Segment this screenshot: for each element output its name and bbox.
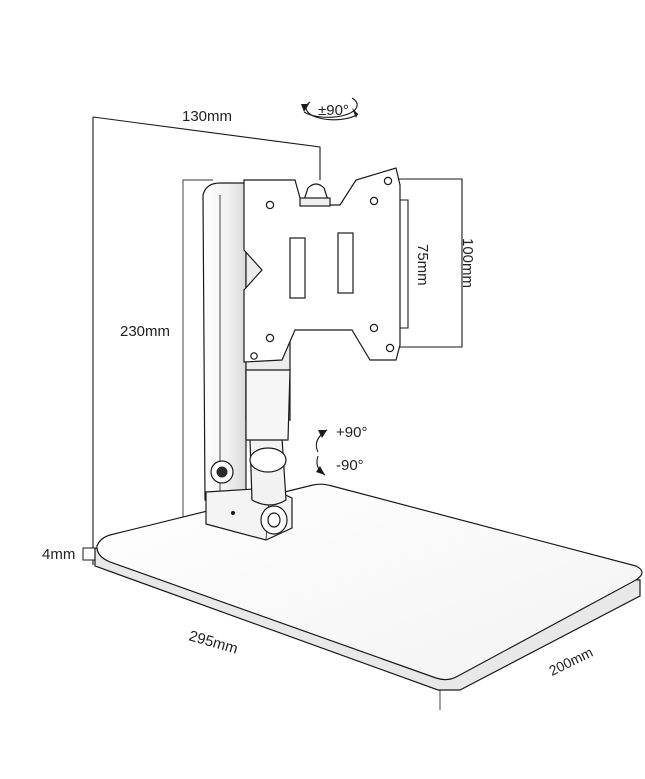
- plate-slot-left: [289, 237, 306, 299]
- label-tilt-down: -90°: [336, 457, 364, 474]
- label-base-width: 295mm: [187, 628, 240, 658]
- rotation-indicators: [301, 97, 359, 476]
- vesa-outer-bracket: [392, 178, 463, 348]
- label-vesa-outer: 100mm: [459, 238, 476, 288]
- mount-hole: [385, 343, 395, 353]
- mount-hole: [250, 352, 258, 360]
- mount-hole: [369, 196, 379, 206]
- label-tilt-up: +90°: [336, 424, 367, 441]
- post-back-reference-line: [182, 179, 213, 520]
- base-plate-top: [96, 483, 643, 681]
- label-swivel: ±90°: [318, 102, 349, 119]
- label-height: 230mm: [120, 323, 170, 340]
- label-vesa-inner: 75mm: [414, 244, 431, 286]
- swivel-nut: [303, 183, 329, 201]
- base-plate: [94, 483, 643, 691]
- vertical-arm: [202, 182, 247, 501]
- mount-hole: [369, 323, 379, 333]
- label-base-length: 200mm: [546, 644, 595, 679]
- vesa-plate: [243, 167, 401, 363]
- plate-slot-right: [337, 232, 354, 294]
- label-base-depth: 130mm: [182, 108, 232, 125]
- thickness-marker: [82, 547, 96, 561]
- mount-hole: [265, 333, 275, 343]
- depth-dimension-line: [92, 116, 321, 180]
- mount-hole: [265, 200, 275, 210]
- label-base-thickness: 4mm: [42, 546, 75, 563]
- mount-hole: [383, 176, 393, 186]
